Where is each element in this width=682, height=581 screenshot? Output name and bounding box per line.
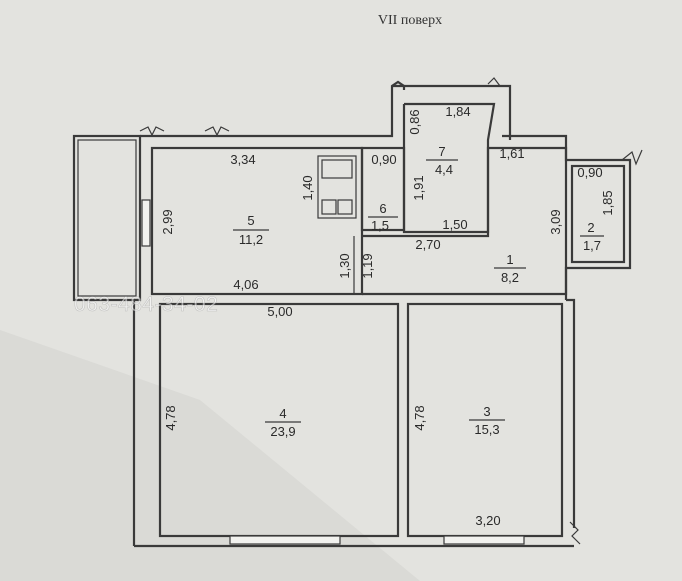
room-2-area: 1,7 (583, 238, 601, 253)
room-5-number: 5 (247, 213, 254, 228)
room-3-area: 15,3 (474, 422, 499, 437)
paper-shadow (0, 330, 420, 581)
dim-4-06: 4,06 (233, 277, 258, 292)
room-6-area: 1,5 (371, 218, 389, 233)
kitchen-counter (317, 155, 357, 219)
sink (321, 159, 353, 179)
room-5-window (141, 199, 151, 247)
break-mark-3 (487, 77, 501, 87)
room-7-number: 7 (438, 144, 445, 159)
dim-2-99: 2,99 (160, 209, 175, 234)
dim-4-78-b: 4,78 (412, 405, 427, 430)
phone-watermark: 063-484-34-02 (74, 293, 218, 316)
room-4-area: 23,9 (270, 424, 295, 439)
dim-4-78-a: 4,78 (163, 405, 178, 430)
break-mark-1 (139, 126, 165, 137)
break-mark-4 (621, 149, 643, 166)
room-3-window (443, 535, 525, 545)
dim-0-90-b: 0,90 (577, 165, 602, 180)
room-4-number: 4 (279, 406, 286, 421)
dim-1-61: 1,61 (499, 146, 524, 161)
dim-1-40: 1,40 (300, 175, 315, 200)
room-4-window (229, 535, 341, 545)
room-1-number: 1 (506, 252, 513, 267)
break-mark-2 (204, 126, 230, 137)
dim-0-86: 0,86 (407, 109, 422, 134)
dim-1-91: 1,91 (411, 175, 426, 200)
balcony-inner (77, 139, 137, 297)
room-6-number: 6 (379, 201, 386, 216)
dimension-labels: 3,34 2,99 1,40 0,90 0,86 1,84 1,91 1,50 … (160, 104, 615, 528)
dim-2-70: 2,70 (415, 237, 440, 252)
dim-0-90-a: 0,90 (371, 152, 396, 167)
floor-title: VII поверх (378, 13, 442, 28)
room-2-outline (570, 164, 626, 264)
dim-1-84: 1,84 (445, 104, 470, 119)
dim-3-09: 3,09 (548, 209, 563, 234)
right-lower-wall (566, 298, 576, 528)
break-mark-5 (569, 521, 581, 545)
dim-1-85: 1,85 (600, 190, 615, 215)
dim-1-30: 1,30 (337, 253, 352, 278)
dim-1-19: 1,19 (360, 253, 375, 278)
room-7-area: 4,4 (435, 162, 453, 177)
room-2-number: 2 (587, 220, 594, 235)
balcony-outline (72, 134, 142, 302)
stove-burner-2 (337, 199, 353, 215)
dim-1-50: 1,50 (442, 217, 467, 232)
room-labels: 5 11,2 6 1,5 7 4,4 1 8,2 2 1,7 4 23,9 3 … (233, 144, 604, 439)
room7-top-wall (392, 84, 512, 140)
dim-5-00: 5,00 (267, 304, 292, 319)
stove-burner-1 (321, 199, 337, 215)
room-3-number: 3 (483, 404, 490, 419)
room-5-area: 11,2 (239, 232, 263, 247)
dim-3-20: 3,20 (475, 513, 500, 528)
dim-3-34: 3,34 (230, 152, 255, 167)
room-1-outline (362, 146, 568, 296)
room-1-area: 8,2 (501, 270, 519, 285)
